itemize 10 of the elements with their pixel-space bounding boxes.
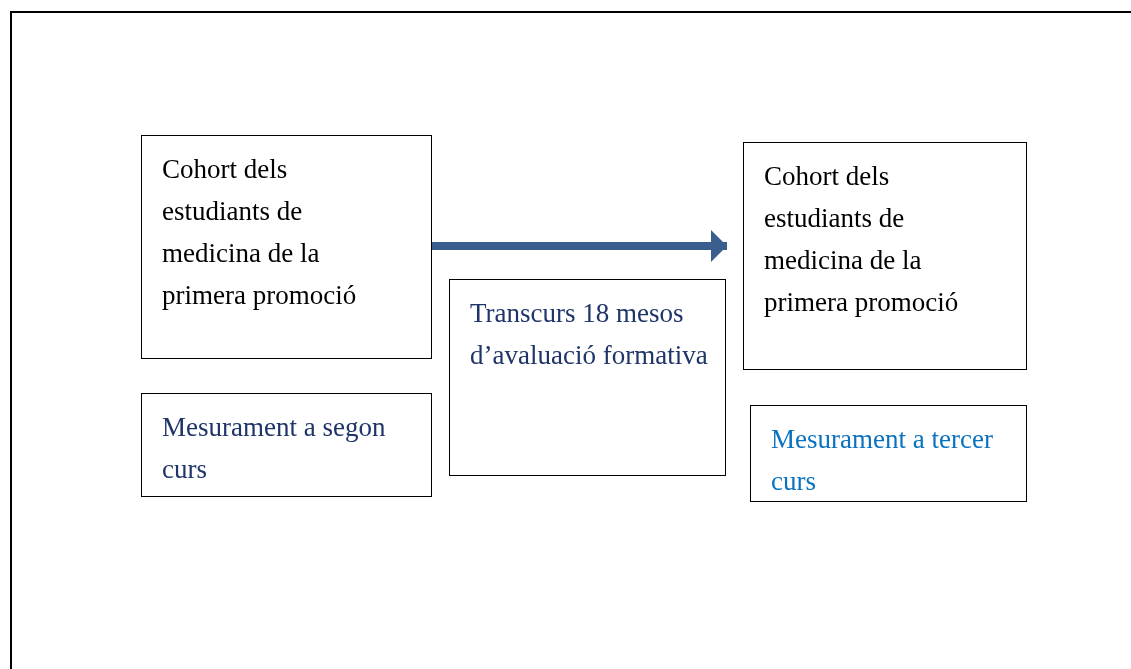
box-text: Mesurament a tercer curs bbox=[771, 423, 994, 498]
text-box bbox=[750, 405, 1027, 502]
text-box bbox=[141, 393, 432, 497]
box-text: Cohort dels estudiants de medicina de la primera promoció bbox=[162, 153, 358, 312]
box-text: Mesurament a segon curs bbox=[162, 411, 387, 486]
text-box bbox=[141, 135, 432, 359]
text-box bbox=[449, 279, 726, 476]
box-text: Transcurs 18 mesos d’avaluació formativa bbox=[470, 297, 708, 372]
box-text: Cohort dels estudiants de medicina de la primera promoció bbox=[764, 160, 960, 319]
text-box bbox=[743, 142, 1027, 370]
